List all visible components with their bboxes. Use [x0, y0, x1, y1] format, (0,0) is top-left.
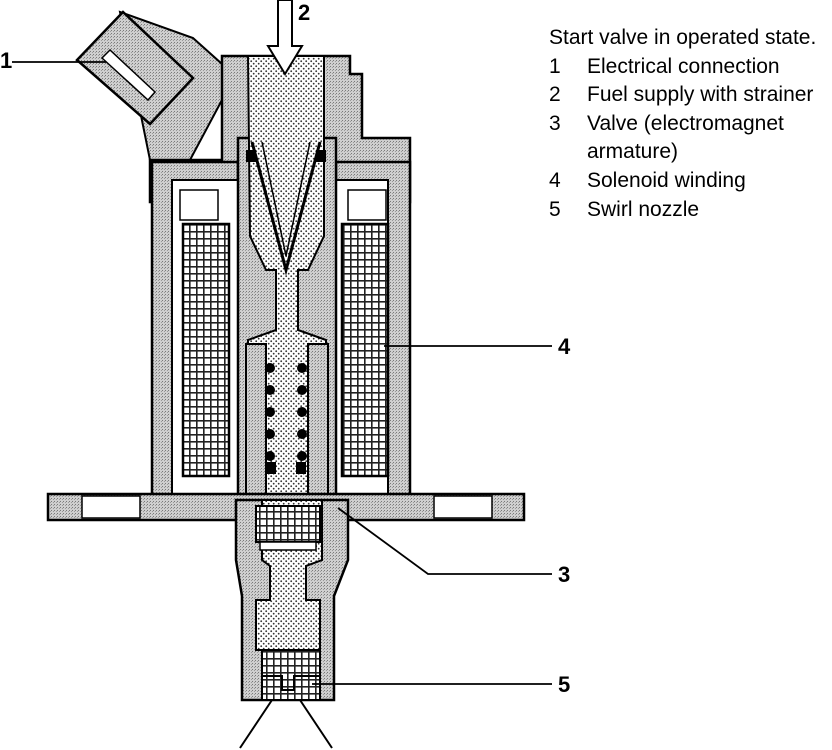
- caption-title: Start valve in operated state.: [549, 26, 817, 49]
- legend-item-number: 1: [549, 54, 561, 78]
- solenoid-winding: [181, 222, 390, 478]
- legend-item-text: Electrical connection: [587, 54, 780, 78]
- legend-item-number: 2: [549, 83, 561, 107]
- legend-item: 1 Electrical connection: [549, 53, 832, 82]
- electrical-connector: [75, 10, 223, 161]
- legend-item-number: 4: [549, 168, 561, 192]
- fuel-supply-arrow: [266, 0, 304, 76]
- legend-item: 5 Swirl nozzle: [549, 196, 832, 225]
- valve-armature: [255, 505, 321, 551]
- callout-4: 4: [558, 334, 571, 359]
- legend-item-text: Swirl nozzle: [587, 197, 700, 221]
- legend-item-text: Fuel supply with strainer: [587, 83, 814, 107]
- legend-item-number: 3: [549, 111, 561, 135]
- callout-5: 5: [558, 672, 571, 697]
- swirl-nozzle: [239, 649, 333, 749]
- legend-item-text: Valve (electromagnet armature): [587, 111, 784, 164]
- legend-item-number: 5: [549, 197, 561, 221]
- leader-lines: [12, 61, 552, 685]
- legend-item: 3 Valve (electromagnet armature): [549, 110, 832, 167]
- legend-caption: Start valve in operated state. 1 Electri…: [549, 24, 832, 224]
- callout-2: 2: [298, 0, 311, 25]
- callout-3: 3: [558, 562, 571, 587]
- armature-sleeve: [245, 343, 329, 495]
- callout-1: 1: [0, 48, 13, 73]
- legend-item: 2 Fuel supply with strainer: [549, 81, 832, 110]
- leader-line-3: [337, 507, 552, 575]
- legend-item: 4 Solenoid winding: [549, 167, 832, 196]
- legend-item-text: Solenoid winding: [587, 168, 746, 192]
